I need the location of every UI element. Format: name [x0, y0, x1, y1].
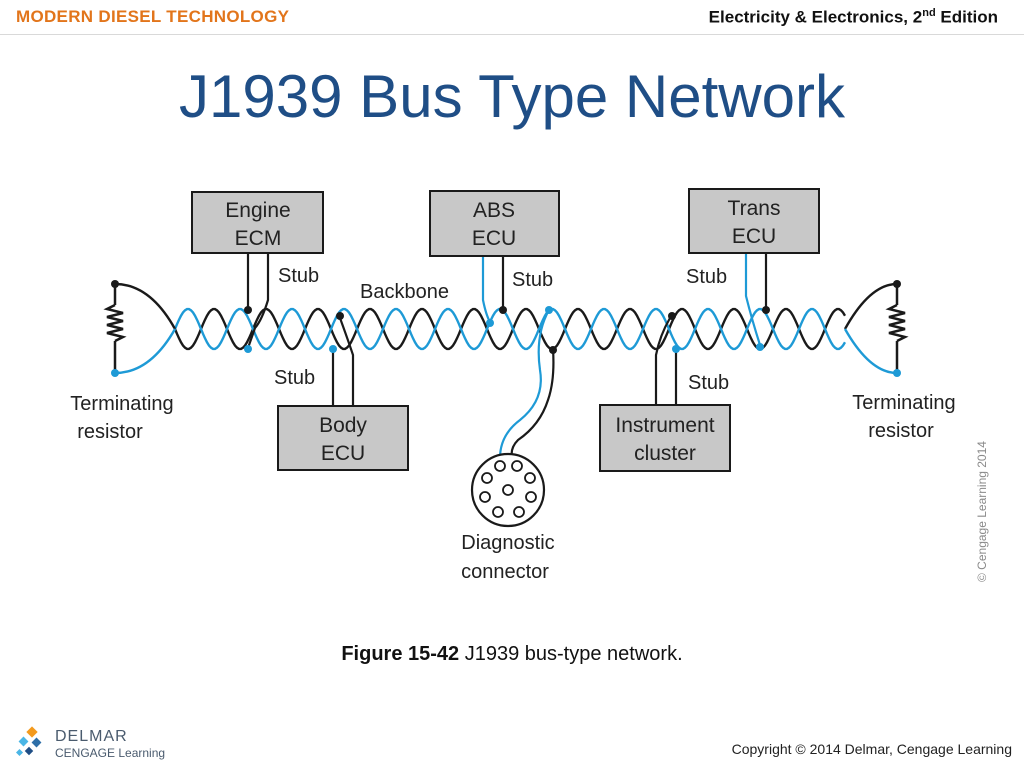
header-divider: [0, 34, 1024, 35]
terminating-label-left-1: Terminating: [70, 393, 173, 415]
trans-ecu-label-2: ECU: [732, 225, 776, 248]
stub-label-trans: Stub: [686, 266, 727, 288]
terminating-resistor-right: [885, 280, 909, 377]
terminator-lead: [114, 328, 177, 375]
trans-ecu-label-1: Trans: [728, 197, 781, 220]
stub-trans-ecu: [744, 253, 770, 351]
terminating-label-right-2: resistor: [868, 420, 934, 442]
figure-caption-text: J1939 bus-type network.: [459, 643, 683, 665]
book-edition-tail: Edition: [935, 7, 998, 27]
delmar-logo-icon: [16, 726, 42, 757]
copyright-notice: Copyright © 2014 Delmar, Cengage Learnin…: [731, 741, 1012, 757]
instrument-cluster-label-2: cluster: [634, 442, 696, 465]
figure-caption: Figure 15-42 J1939 bus-type network.: [0, 643, 1024, 666]
body-ecu-label-2: ECU: [321, 442, 365, 465]
stub-instrument-cluster: [654, 312, 680, 405]
stub-label-instrument: Stub: [688, 372, 729, 394]
backbone-twisted-pair: [114, 282, 898, 375]
abs-ecu-label-2: ECU: [472, 227, 516, 250]
figure-copyright-vertical: © Cengage Learning 2014: [975, 441, 989, 582]
terminator-lead: [114, 282, 177, 330]
stub-label-abs: Stub: [512, 269, 553, 291]
body-ecu-label-1: Body: [319, 414, 367, 437]
logo-name: DELMAR: [55, 728, 128, 745]
module-abs-ecu: ABS ECU: [429, 190, 560, 257]
logo-subtitle: CENGAGE Learning: [55, 746, 166, 760]
book-edition-main: Electricity & Electronics, 2: [708, 7, 923, 27]
module-instrument-cluster: Instrument cluster: [599, 404, 731, 472]
book-edition-sup: nd: [922, 7, 936, 19]
stub-engine-ecm: [244, 253, 270, 353]
figure-number: Figure 15-42: [341, 643, 460, 665]
stub-label-body: Stub: [274, 367, 315, 389]
instrument-cluster-label-1: Instrument: [615, 414, 714, 437]
stub-label-engine: Stub: [278, 265, 319, 287]
slide-title: J1939 Bus Type Network: [179, 63, 845, 130]
terminator-lead: [843, 328, 898, 375]
stub-body-ecu: [329, 312, 355, 406]
abs-ecu-label-1: ABS: [473, 199, 515, 222]
stub-abs-ecu: [481, 256, 507, 327]
stub-diagnostic-connector: [498, 306, 557, 459]
diagnostic-connector: [470, 452, 546, 528]
diagnostic-label-1: Diagnostic: [461, 532, 554, 554]
terminator-lead: [843, 282, 898, 330]
engine-ecm-label-2: ECM: [235, 227, 282, 250]
backbone-label: Backbone: [360, 281, 449, 303]
terminating-label-left-2: resistor: [77, 421, 143, 443]
can-high-wire: [173, 307, 847, 351]
book-edition: Electricity & Electronics, 2nd Edition: [709, 7, 998, 28]
module-engine-ecm: Engine ECM: [191, 191, 324, 254]
diagnostic-label-2: connector: [461, 561, 549, 583]
module-body-ecu: Body ECU: [277, 405, 409, 471]
engine-ecm-label-1: Engine: [225, 199, 290, 222]
publication-title: MODERN DIESEL TECHNOLOGY: [16, 7, 290, 26]
terminating-label-right-1: Terminating: [852, 392, 955, 414]
module-trans-ecu: Trans ECU: [688, 188, 820, 254]
can-low-wire: [173, 307, 847, 351]
terminating-resistor-left: [103, 280, 127, 377]
